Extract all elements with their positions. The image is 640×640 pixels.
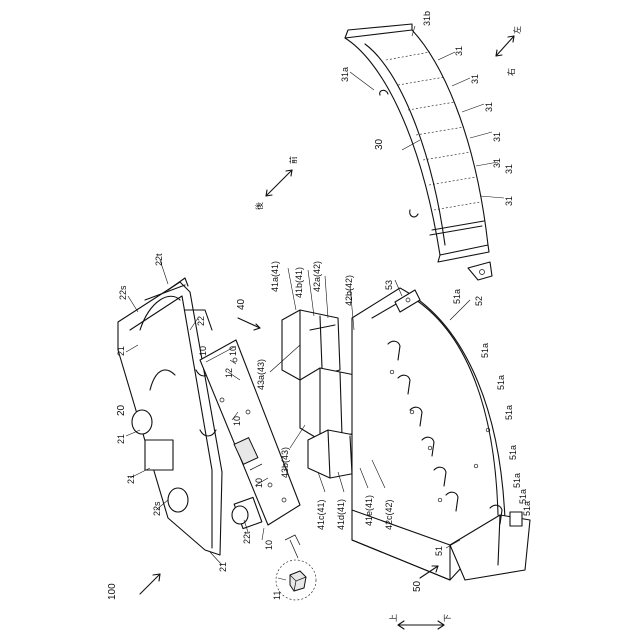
label-10-b: 10 bbox=[232, 416, 242, 426]
direction-label-right: 右 bbox=[506, 68, 516, 76]
label-31-7: 31 bbox=[504, 196, 514, 206]
direction-label-front: 前 bbox=[288, 156, 298, 164]
cover-30 bbox=[345, 24, 492, 280]
label-10-d: 10 bbox=[264, 540, 274, 550]
label-51a-2: 51a bbox=[480, 343, 490, 358]
direction-label-up: 上 bbox=[389, 614, 398, 622]
label-31-2: 31 bbox=[470, 74, 480, 84]
label-51a-5: 51a bbox=[508, 445, 518, 460]
label-21-a: 21 bbox=[116, 346, 126, 356]
label-22s-top: 22s bbox=[118, 285, 128, 300]
label-51a-6: 51a bbox=[512, 473, 522, 488]
label-31-4: 31 bbox=[492, 132, 502, 142]
label-30: 30 bbox=[374, 138, 385, 150]
label-41e: 41e(41) bbox=[364, 495, 374, 526]
label-51: 51 bbox=[434, 546, 444, 556]
label-31-6: 31 bbox=[504, 164, 514, 174]
label-42c: 42c(42) bbox=[384, 499, 394, 530]
direction-label-down: 下 bbox=[443, 614, 452, 622]
label-12: 12 bbox=[224, 368, 234, 378]
direction-label-left: 左 bbox=[512, 26, 522, 34]
label-40: 40 bbox=[236, 298, 247, 310]
label-21-b: 21 bbox=[116, 434, 126, 444]
label-51a-8: 51a bbox=[522, 501, 532, 516]
base-housing-50 bbox=[352, 288, 530, 580]
label-31-1: 31 bbox=[454, 46, 464, 56]
direction-left-right bbox=[496, 36, 514, 56]
label-31-3: 31 bbox=[484, 102, 494, 112]
label-21-c: 21 bbox=[126, 474, 136, 484]
label-21-d: 21 bbox=[218, 562, 228, 572]
direction-front-rear bbox=[266, 170, 292, 196]
label-42a: 42a(42) bbox=[312, 261, 322, 292]
label-41a: 41a(41) bbox=[270, 261, 280, 292]
label-20: 20 bbox=[116, 404, 127, 416]
label-41d: 41d(41) bbox=[336, 499, 346, 530]
label-10-c: 10 bbox=[254, 478, 264, 488]
label-42b: 42b(42) bbox=[344, 275, 354, 306]
label-31b: 31b bbox=[422, 11, 432, 26]
label-22s-bottom: 22s bbox=[152, 501, 162, 516]
label-22t-top: 22t bbox=[154, 253, 164, 266]
label-22: 22 bbox=[196, 316, 206, 326]
label-51a-3: 51a bbox=[496, 375, 506, 390]
label-51a-4: 51a bbox=[504, 405, 514, 420]
label-53: 53 bbox=[384, 280, 394, 290]
label-51a-1: 51a bbox=[452, 289, 462, 304]
direction-up-down bbox=[398, 621, 444, 629]
housing-20 bbox=[118, 278, 222, 555]
label-52: 52 bbox=[474, 296, 484, 306]
detail-11 bbox=[276, 535, 316, 600]
direction-label-rear: 後 bbox=[254, 202, 264, 210]
label-41b: 41b(41) bbox=[294, 267, 304, 298]
label-43a: 43a(43) bbox=[256, 359, 266, 390]
label-31a: 31a bbox=[340, 67, 350, 82]
label-31-5: 31 bbox=[492, 158, 502, 168]
label-100: 100 bbox=[107, 583, 118, 600]
label-43b: 43b(43) bbox=[280, 447, 290, 478]
label-22t-bottom: 22t bbox=[242, 531, 252, 544]
label-11: 11 bbox=[272, 591, 282, 600]
label-10-a: 10 bbox=[228, 346, 238, 356]
label-41c: 41c(41) bbox=[316, 499, 326, 530]
label-10-e: 10 bbox=[198, 346, 208, 356]
label-50: 50 bbox=[412, 580, 423, 592]
